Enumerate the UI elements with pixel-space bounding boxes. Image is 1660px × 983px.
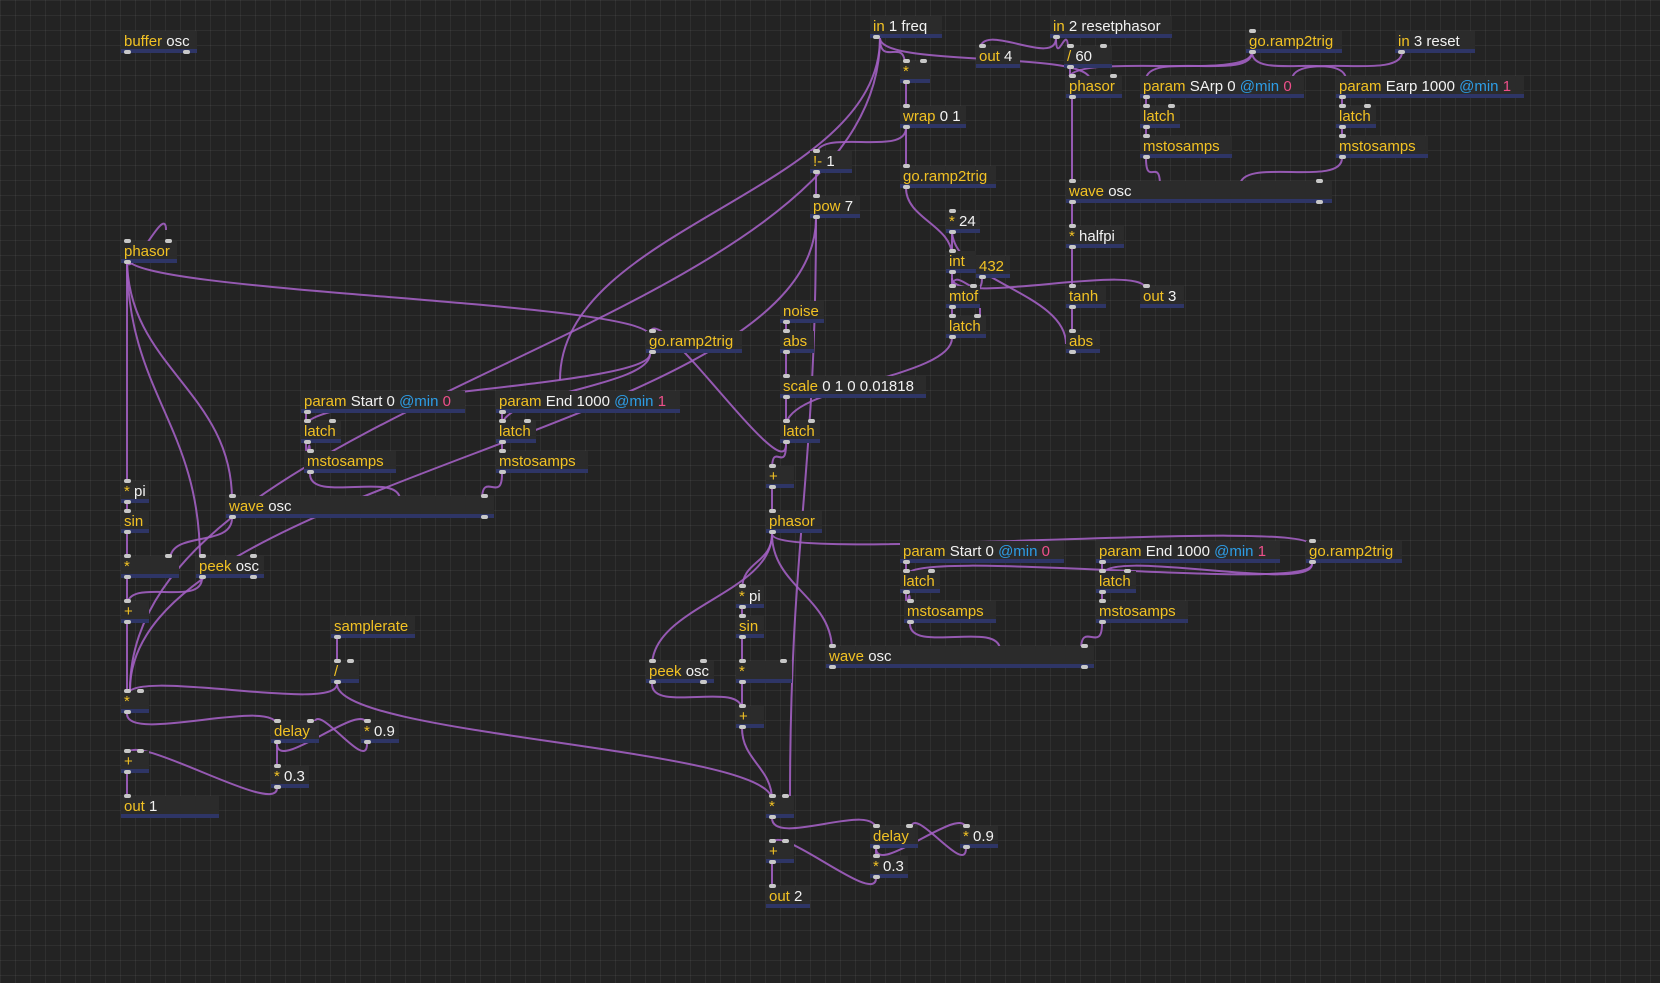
object-noise[interactable]: noise — [780, 301, 824, 324]
patch-cord[interactable] — [126, 713, 278, 727]
object-peek-osc-left[interactable]: peek osc — [196, 554, 264, 579]
object-latch-sarp[interactable]: latch — [1140, 104, 1180, 129]
object-wet-left[interactable]: * 0.3 — [271, 764, 309, 789]
object-multiply-mid-2[interactable]: * — [766, 794, 794, 819]
object-add-left-1[interactable]: + — [121, 599, 149, 624]
object-multiply-halfpi[interactable]: * halfpi — [1066, 224, 1124, 249]
object-latch-mid[interactable]: latch — [780, 419, 820, 444]
patch-cord[interactable] — [910, 822, 967, 856]
object-go-ramp2trig-top[interactable]: go.ramp2trig — [1246, 29, 1342, 54]
object-out-4[interactable]: out 4 — [976, 44, 1020, 68]
object-out-2[interactable]: out 2 — [766, 884, 810, 908]
object-sin-left[interactable]: sin — [121, 509, 149, 534]
object-rsub-1[interactable]: !- 1 — [810, 149, 852, 174]
patch-cord[interactable] — [336, 683, 773, 801]
object-param-end-mid[interactable]: param End 1000 @min 1 — [1096, 541, 1280, 564]
object-mstosamps-end-left[interactable]: mstosamps — [496, 449, 588, 474]
object-wave-osc-right[interactable]: wave osc — [1066, 179, 1332, 204]
object-mstosamps-sarp[interactable]: mstosamps — [1140, 134, 1232, 159]
object-multiply-24[interactable]: * 24 — [946, 209, 980, 234]
patch-cord[interactable] — [129, 217, 817, 691]
object-tanh[interactable]: tanh — [1066, 284, 1106, 309]
object-param-start-mid[interactable]: param Start 0 @min 0 — [900, 541, 1064, 564]
object-add-mid-2[interactable]: + — [736, 704, 764, 729]
object-wrap-0-1[interactable]: wrap 0 1 — [900, 104, 966, 129]
object-add-mid-3[interactable]: + — [766, 839, 794, 864]
object-phasor-right[interactable]: phasor — [1066, 74, 1122, 99]
object-peek-osc-mid[interactable]: peek osc — [646, 659, 714, 684]
object-pow-7[interactable]: pow 7 — [810, 194, 860, 219]
object-multiply-left-2[interactable]: * — [121, 689, 149, 714]
object-mstosamps-end-mid[interactable]: mstosamps — [1096, 599, 1188, 624]
object-mstosamps-start-mid[interactable]: mstosamps — [904, 599, 996, 624]
patch-cord[interactable] — [126, 748, 278, 796]
object-go-ramp2trig-mid-voice[interactable]: go.ramp2trig — [1306, 539, 1402, 564]
object-wave-osc-left[interactable]: wave osc — [226, 494, 494, 519]
object-divide-samplerate[interactable]: / — [331, 659, 359, 684]
object-latch-end-mid[interactable]: latch — [1096, 569, 1136, 594]
object-mstosamps-start-left[interactable]: mstosamps — [304, 449, 396, 474]
object-number-432[interactable]: 432 — [976, 256, 1010, 279]
object-param-earp[interactable]: param Earp 1000 @min 1 — [1336, 76, 1524, 99]
object-latch-start-left[interactable]: latch — [301, 419, 341, 444]
patch-cord[interactable] — [126, 683, 338, 697]
object-div-60[interactable]: / 60 — [1064, 44, 1112, 69]
object-latch-start-mid[interactable]: latch — [900, 569, 940, 594]
object-multiply-left[interactable]: * — [121, 554, 179, 579]
patch-cord[interactable] — [313, 718, 368, 752]
patch-cord[interactable] — [951, 277, 1147, 291]
object-go-ramp2trig-left[interactable]: go.ramp2trig — [646, 329, 742, 354]
object-out-1[interactable]: out 1 — [121, 794, 219, 818]
object-abs-right[interactable]: abs — [1066, 329, 1100, 354]
object-multiply-pi-mid[interactable]: * pi — [736, 584, 764, 609]
object-out-3[interactable]: out 3 — [1140, 284, 1184, 308]
patch-cord[interactable] — [129, 37, 881, 691]
object-wave-osc-mid[interactable]: wave osc — [826, 644, 1094, 669]
object-go-ramp2trig-mid[interactable]: go.ramp2trig — [900, 164, 996, 189]
object-scale[interactable]: scale 0 1 0 0.01818 — [780, 374, 926, 399]
object-feedback-mid[interactable]: * 0.9 — [960, 824, 998, 849]
patch-cord[interactable] — [305, 353, 651, 427]
object-wet-mid[interactable]: * 0.3 — [870, 854, 908, 879]
object-param-sarp[interactable]: param SArp 0 @min 0 — [1140, 76, 1304, 99]
object-phasor-left[interactable]: phasor — [121, 239, 177, 264]
object-phasor-mid[interactable]: phasor — [766, 509, 822, 534]
object-multiply-top[interactable]: * — [900, 59, 930, 84]
patch-cord[interactable] — [741, 533, 773, 591]
object-param-end-left[interactable]: param End 1000 @min 1 — [496, 391, 680, 414]
object-latch-end-left[interactable]: latch — [496, 419, 536, 444]
object-buffer-osc[interactable]: buffer osc — [121, 31, 197, 54]
object-mtof[interactable]: mtof — [946, 284, 980, 309]
object-param-start-left[interactable]: param Start 0 @min 0 — [301, 391, 465, 414]
object-delay-mid[interactable]: delay — [870, 824, 918, 849]
object-add-left-2[interactable]: + — [121, 749, 149, 774]
object-in-3-reset[interactable]: in 3 reset — [1395, 31, 1475, 54]
object-sin-mid[interactable]: sin — [736, 614, 764, 639]
object-add-mid[interactable]: + — [766, 464, 794, 489]
object-abs-mid[interactable]: abs — [780, 329, 814, 354]
object-multiply-pi-left[interactable]: * pi — [121, 479, 149, 504]
patch-cord[interactable] — [651, 683, 743, 711]
object-mstosamps-earp[interactable]: mstosamps — [1336, 134, 1428, 159]
object-multiply-mid[interactable]: * — [736, 659, 792, 684]
patch-cord[interactable] — [771, 817, 877, 831]
patch-cord[interactable] — [126, 257, 233, 501]
object-int[interactable]: int — [946, 249, 976, 274]
object-samplerate[interactable]: samplerate — [331, 616, 415, 639]
patch-cord[interactable] — [501, 353, 651, 427]
object-feedback-left[interactable]: * 0.9 — [361, 719, 399, 744]
patch-cord[interactable] — [741, 727, 773, 801]
object-delay-left[interactable]: delay — [271, 719, 319, 744]
patch-cord[interactable] — [126, 257, 651, 337]
object-latch-mtof[interactable]: latch — [946, 314, 986, 339]
object-in-2-resetphasor[interactable]: in 2 resetphasor — [1050, 16, 1172, 39]
object-latch-earp[interactable]: latch — [1336, 104, 1376, 129]
patch-cord[interactable] — [771, 533, 833, 651]
object-in-1-freq[interactable]: in 1 freq — [870, 16, 942, 39]
